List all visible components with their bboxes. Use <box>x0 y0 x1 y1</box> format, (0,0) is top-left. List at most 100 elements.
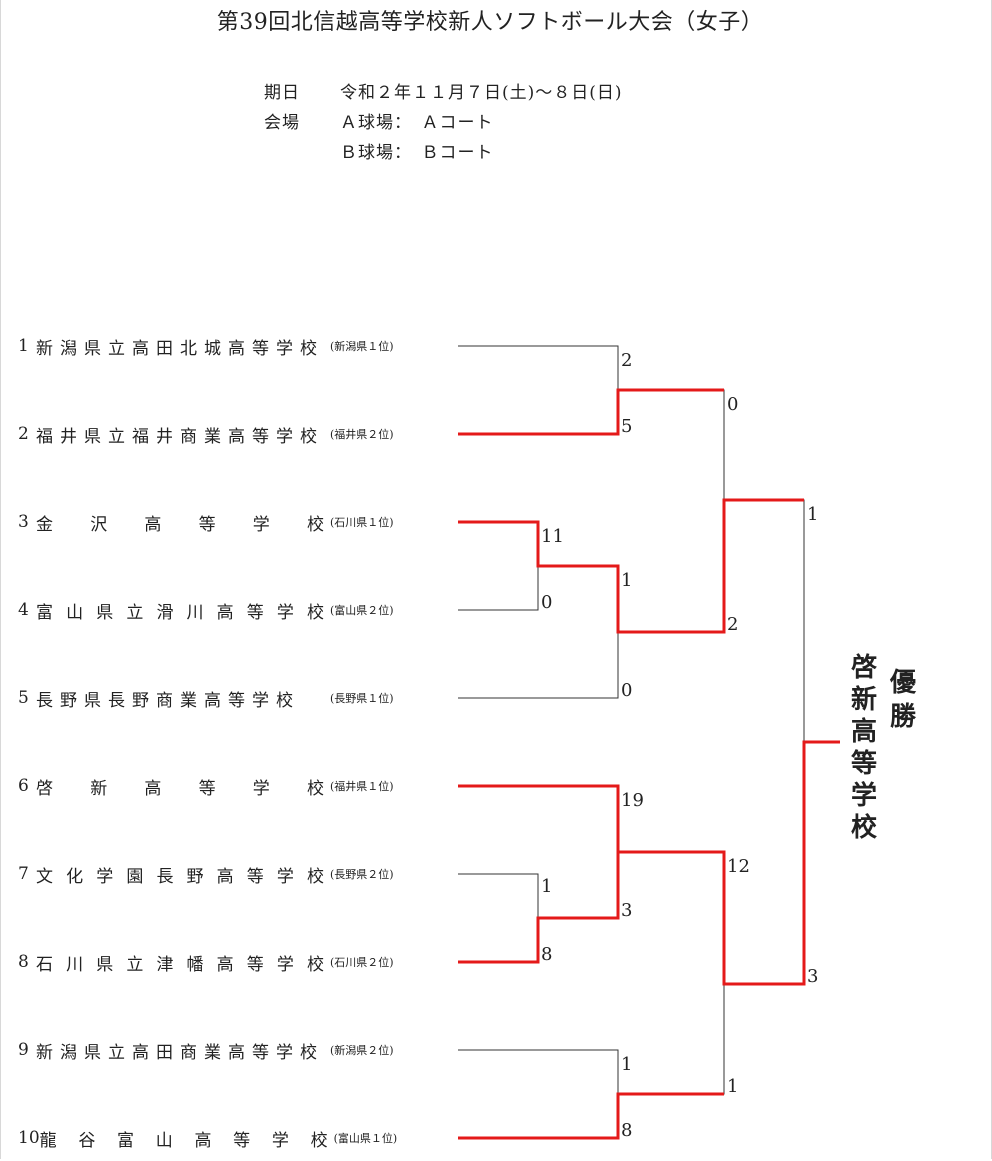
score-team6: 19 <box>621 790 644 811</box>
team-number: 1 <box>18 336 29 356</box>
team-prefecture-rank: (富山県１位) <box>333 1132 398 1145</box>
vertical-char: 優 <box>889 668 916 698</box>
team-entry-9: 9 新潟県立高田商業高等学校 (新潟県２位) <box>18 1038 448 1063</box>
team-number: 9 <box>18 1040 29 1060</box>
champion-label: 優勝 <box>886 666 920 734</box>
team-name-char: 富 <box>117 1130 135 1151</box>
team-name-char: 谷 <box>78 1130 96 1151</box>
vertical-char: 校 <box>850 813 877 843</box>
score-semifinal2-bottom: 1 <box>727 1076 739 1097</box>
team-name-char: 等 <box>246 954 264 975</box>
team-name-char: 金 <box>36 514 53 535</box>
team-name: 富山県立滑川高等学校 <box>36 598 324 623</box>
team-name-char: 津 <box>156 954 174 975</box>
score-team5: 0 <box>621 680 633 701</box>
team-name-char: 長 <box>156 866 174 887</box>
bracket-line-team9 <box>458 1049 619 1094</box>
team-name-char: 山 <box>66 602 84 623</box>
score-team9: 1 <box>621 1054 633 1075</box>
team-name-char: 新 <box>90 778 108 799</box>
team-name-char: 校 <box>306 602 324 623</box>
team-name-char: 学 <box>96 866 114 887</box>
score-team10: 8 <box>621 1120 633 1141</box>
bracket-line-team7 <box>458 873 539 918</box>
team-name-char: 富 <box>36 602 53 623</box>
team-name-char: 滑 <box>156 602 174 623</box>
team-name-char: 高 <box>216 866 234 887</box>
team-name-char: 啓 <box>36 778 53 799</box>
team-prefecture-rank: (福井県２位) <box>330 428 394 441</box>
team-name-char: 立 <box>126 602 144 623</box>
team-name: 長野県長野商業高等学校 <box>36 690 300 711</box>
team-number: 7 <box>18 864 29 884</box>
bracket-line-sf2-loser <box>618 984 725 1095</box>
team-name-char: 学 <box>271 1130 289 1151</box>
score-winner-7v8: 3 <box>621 900 633 921</box>
team-entry-6: 6 啓新高等学校 (福井県１位) <box>18 774 448 799</box>
team-name-char: 校 <box>306 954 324 975</box>
team-entry-8: 8 石川県立津幡高等学校 (石川県２位) <box>18 950 448 975</box>
team-name: 龍谷富山高等学校 <box>40 1126 328 1151</box>
bracket-line-sf1-loser <box>618 389 725 500</box>
score-winner-3v4: 1 <box>621 570 633 591</box>
team-name-char: 石 <box>36 954 53 975</box>
winner-path-team8 <box>458 852 620 964</box>
team-name-char: 文 <box>36 866 53 887</box>
team-number: 3 <box>18 512 29 532</box>
vertical-char: 啓 <box>850 653 877 683</box>
winner-path-team10 <box>458 1092 724 1140</box>
score-team3: 11 <box>541 526 564 547</box>
team-name-char: 化 <box>66 866 84 887</box>
vertical-char: 新 <box>850 685 877 715</box>
team-entry-5: 5 長野県長野商業高等学校 (長野県１位) <box>18 686 448 711</box>
team-name-char: 校 <box>306 514 324 535</box>
team-name-char: 校 <box>306 866 324 887</box>
vertical-char: 学 <box>850 781 877 811</box>
score-team4: 0 <box>541 592 553 613</box>
team-number: 6 <box>18 776 29 796</box>
winner-path-team6 <box>458 740 840 986</box>
winner-path-team2 <box>458 388 724 436</box>
venue-a: Ａ球場： Ａコート <box>340 113 494 133</box>
score-team8: 8 <box>541 944 553 965</box>
team-name-char: 学 <box>276 602 294 623</box>
team-name: 新潟県立高田北城高等学校 <box>36 338 324 359</box>
team-name-char: 等 <box>198 514 216 535</box>
team-name-char: 山 <box>155 1130 173 1151</box>
team-name: 金沢高等学校 <box>36 510 324 535</box>
team-prefecture-rank: (富山県２位) <box>330 604 394 617</box>
team-name-char: 川 <box>186 602 204 623</box>
team-name-char: 高 <box>216 954 234 975</box>
team-name-char: 県 <box>96 954 114 975</box>
team-entry-1: 1 新潟県立高田北城高等学校 (新潟県１位) <box>18 334 448 359</box>
team-name-char: 学 <box>276 866 294 887</box>
team-number: 2 <box>18 424 29 444</box>
team-name: 福井県立福井商業高等学校 <box>36 426 324 447</box>
score-team2: 5 <box>621 416 633 437</box>
team-prefecture-rank: (新潟県１位) <box>330 340 394 353</box>
page-title: 第39回北信越高等学校新人ソフトボール大会（女子） <box>216 10 764 35</box>
team-name-char: 等 <box>198 778 216 799</box>
team-name-char: 校 <box>310 1130 328 1151</box>
vertical-char: 等 <box>850 749 877 779</box>
team-name-char: 学 <box>252 778 270 799</box>
team-name-char: 等 <box>246 866 264 887</box>
score-semifinal2-top: 12 <box>727 856 750 877</box>
team-prefecture-rank: (新潟県２位) <box>330 1044 394 1057</box>
team-name-char: 高 <box>144 778 162 799</box>
vertical-char: 勝 <box>889 702 916 732</box>
venue-b: Ｂ球場： Ｂコート <box>340 143 494 163</box>
bracket-line-team4 <box>458 566 539 611</box>
team-name: 新潟県立高田商業高等学校 <box>36 1042 324 1063</box>
team-number: 10 <box>18 1128 40 1148</box>
team-name-char: 龍 <box>39 1130 57 1151</box>
team-name-char: 沢 <box>90 514 108 535</box>
team-name: 文化学園長野高等学校 <box>36 862 324 887</box>
bracket-line-team1 <box>458 345 619 390</box>
date-value: 令和２年１１月７日(土)～８日(日) <box>340 83 623 103</box>
team-number: 4 <box>18 600 29 620</box>
team-prefecture-rank: (石川県１位) <box>330 516 394 529</box>
team-prefecture-rank: (長野県２位) <box>330 868 394 881</box>
score-semifinal1-top: 0 <box>727 394 739 415</box>
